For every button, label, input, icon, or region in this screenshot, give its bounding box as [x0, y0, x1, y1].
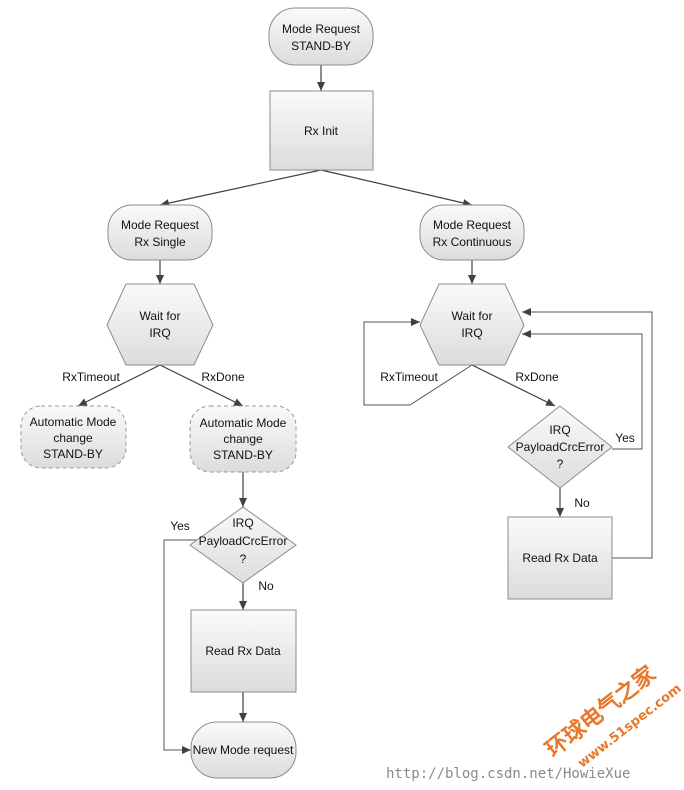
node-continuous-line1: Mode Request	[433, 218, 512, 232]
arrow-wait-to-done	[159, 364, 244, 407]
arrow-init-to-single	[159, 169, 322, 207]
arrow-wait-to-crc-right	[471, 364, 556, 407]
node-auto-mode-done: Automatic Mode change STAND-BY	[189, 405, 297, 473]
node-start-line2: STAND-BY	[291, 39, 351, 53]
node-continuous-line2: Rx Continuous	[433, 235, 512, 249]
arrow-init-to-continuous	[320, 169, 473, 207]
node-rx-continuous-request: Mode Request Rx Continuous	[419, 204, 525, 261]
node-crc-right-line2: PayloadCrcError	[516, 440, 605, 454]
node-start: Mode Request STAND-BY	[268, 7, 374, 66]
node-crc-check-left: IRQ PayloadCrcError ?	[189, 506, 297, 584]
node-new-mode-request: New Mode request	[190, 721, 297, 779]
label-rx-timeout-left: RxTimeout	[62, 370, 120, 384]
node-crc-right-line1: IRQ	[549, 423, 570, 437]
node-auto-timeout-line3: STAND-BY	[43, 447, 103, 461]
node-wait-left-line2: IRQ	[149, 326, 170, 340]
node-wait-left-line1: Wait for	[140, 309, 181, 323]
node-wait-irq-right: Wait for IRQ	[419, 283, 525, 366]
label-rx-done-left: RxDone	[201, 370, 245, 384]
label-no-left: No	[258, 579, 274, 593]
node-start-line1: Mode Request	[282, 22, 361, 36]
node-auto-mode-timeout: Automatic Mode change STAND-BY	[20, 405, 127, 469]
label-rx-timeout-right: RxTimeout	[380, 370, 438, 384]
arrow-timeout-loop-right	[363, 318, 473, 406]
node-auto-timeout-line1: Automatic Mode	[30, 415, 117, 429]
node-wait-right-line2: IRQ	[461, 326, 482, 340]
watermark: http://blog.csdn.net/HowieXue 环球电气之家 www…	[386, 660, 684, 782]
node-auto-done-line2: change	[223, 432, 263, 446]
connectors	[77, 65, 653, 754]
arrow-crc-yes-to-newmode	[163, 539, 196, 754]
node-read-rx-data-left: Read Rx Data	[190, 609, 297, 693]
label-yes-left: Yes	[170, 519, 190, 533]
node-single-line2: Rx Single	[134, 235, 186, 249]
arrow-crc-yes-loop-right	[522, 330, 643, 450]
node-single-line1: Mode Request	[121, 218, 200, 232]
label-yes-right: Yes	[615, 431, 635, 445]
node-crc-left-line2: PayloadCrcError	[199, 534, 288, 548]
node-rx-init-label: Rx Init	[304, 124, 339, 138]
edge-labels: RxTimeout RxDone Yes No RxTimeout RxDone…	[62, 370, 635, 593]
node-wait-irq-left: Wait for IRQ	[106, 283, 214, 366]
node-auto-done-line1: Automatic Mode	[200, 416, 287, 430]
watermark-url: http://blog.csdn.net/HowieXue	[386, 766, 630, 782]
node-crc-left-line1: IRQ	[232, 516, 253, 530]
node-crc-left-line3: ?	[240, 552, 247, 566]
arrow-read-loop-right	[522, 308, 653, 559]
node-auto-done-line3: STAND-BY	[213, 448, 273, 462]
node-crc-right-line3: ?	[557, 457, 564, 471]
arrow-wait-to-timeout	[77, 364, 161, 407]
node-new-mode-label: New Mode request	[193, 743, 294, 757]
node-rx-init: Rx Init	[269, 90, 374, 171]
label-rx-done-right: RxDone	[515, 370, 559, 384]
node-read-rx-data-right: Read Rx Data	[507, 516, 613, 600]
node-wait-right-line1: Wait for	[452, 309, 493, 323]
node-auto-timeout-line2: change	[53, 431, 93, 445]
label-no-right: No	[574, 496, 590, 510]
node-read-right-label: Read Rx Data	[522, 551, 598, 565]
node-rx-single-request: Mode Request Rx Single	[107, 204, 213, 261]
node-crc-check-right: IRQ PayloadCrcError ?	[507, 405, 613, 489]
node-read-left-label: Read Rx Data	[205, 644, 281, 658]
